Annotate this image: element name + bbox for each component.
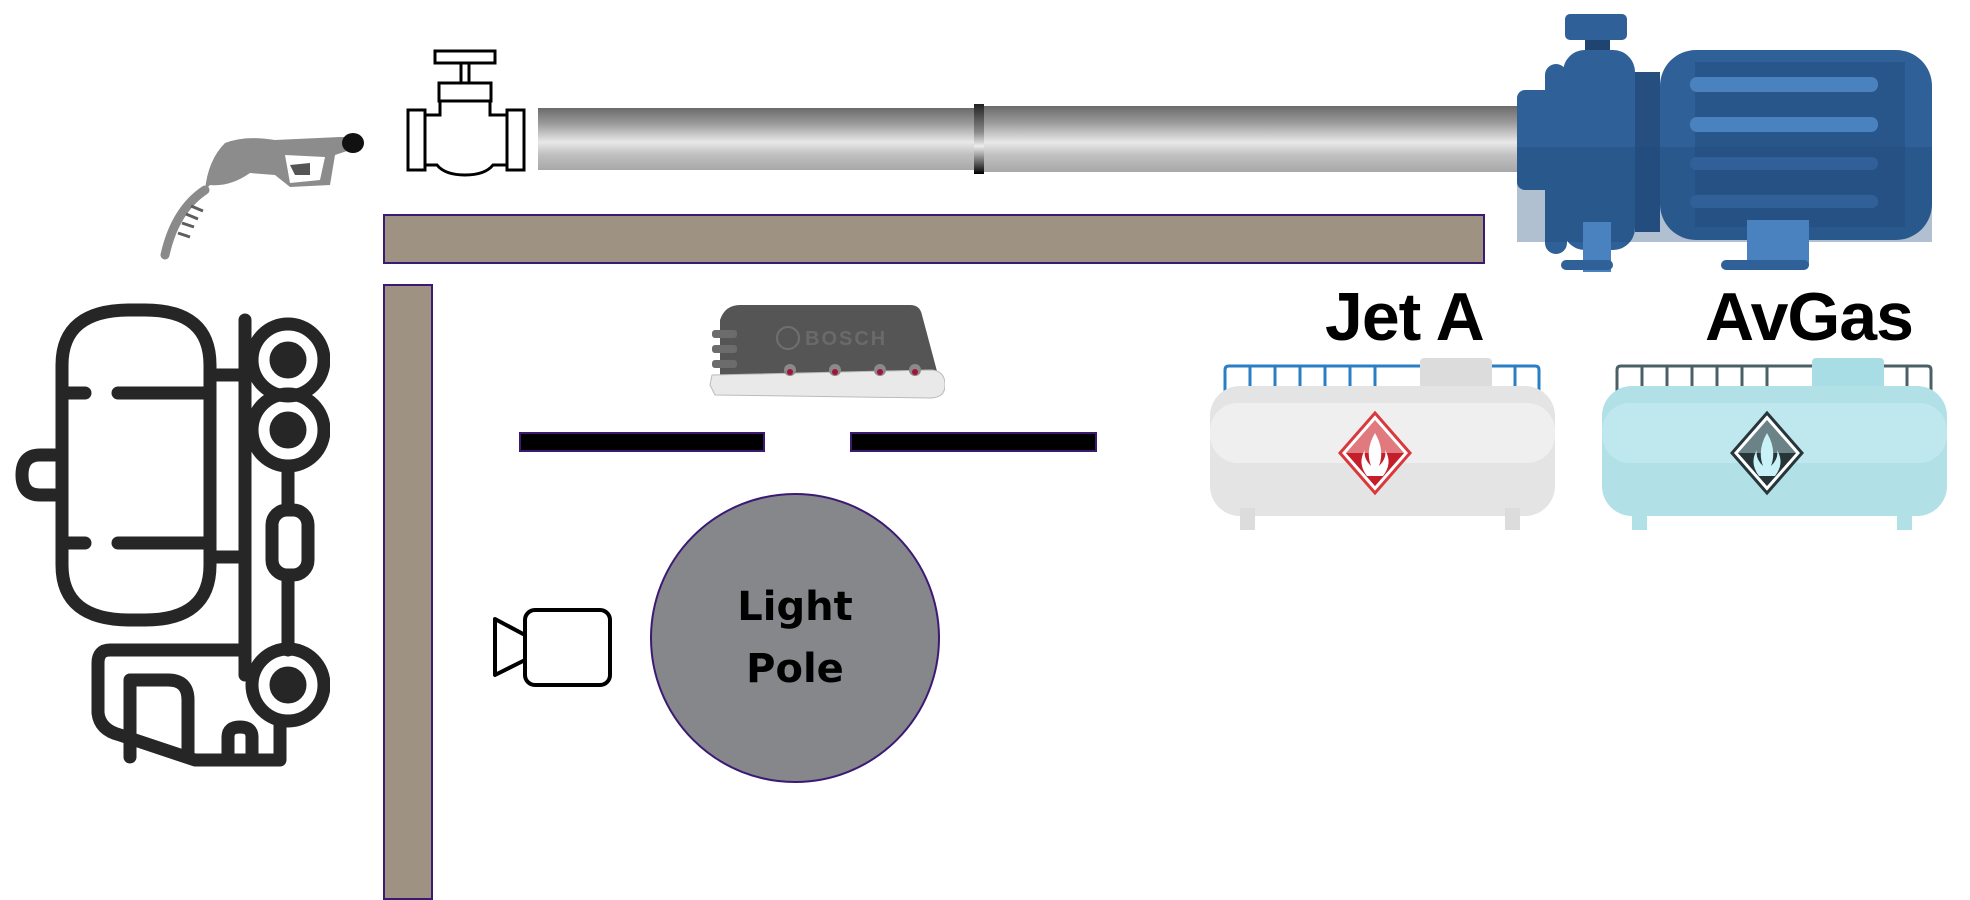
flammable-icon — [1730, 410, 1804, 496]
fuel-tank-icon — [1210, 358, 1555, 530]
fuel-nozzle-icon — [160, 133, 364, 260]
wall-vertical — [383, 284, 433, 900]
fuel-truck-icon — [15, 303, 330, 767]
avgas-label: AvGas — [1705, 279, 1914, 355]
pipe-coupling — [974, 104, 984, 174]
flammable-icon — [1338, 410, 1412, 496]
sensor-module-icon: BOSCH — [709, 305, 945, 399]
wall-horizontal — [383, 214, 1485, 264]
pipeline — [984, 106, 1524, 172]
jet-a-label: Jet A — [1325, 279, 1485, 355]
gate-valve-icon — [406, 49, 526, 177]
camera-icon — [493, 608, 612, 687]
sensor-brand: BOSCH — [805, 328, 887, 350]
fuel-tank-icon — [1602, 358, 1947, 530]
light-pole-label-line2: Pole — [746, 646, 844, 692]
pipeline — [538, 108, 978, 170]
pump-motor-icon — [1517, 14, 1932, 272]
light-pole-label-line1: Light — [737, 584, 853, 630]
barrier-right — [850, 432, 1097, 452]
barrier-left — [519, 432, 765, 452]
light-pole: Light Pole — [650, 493, 940, 783]
